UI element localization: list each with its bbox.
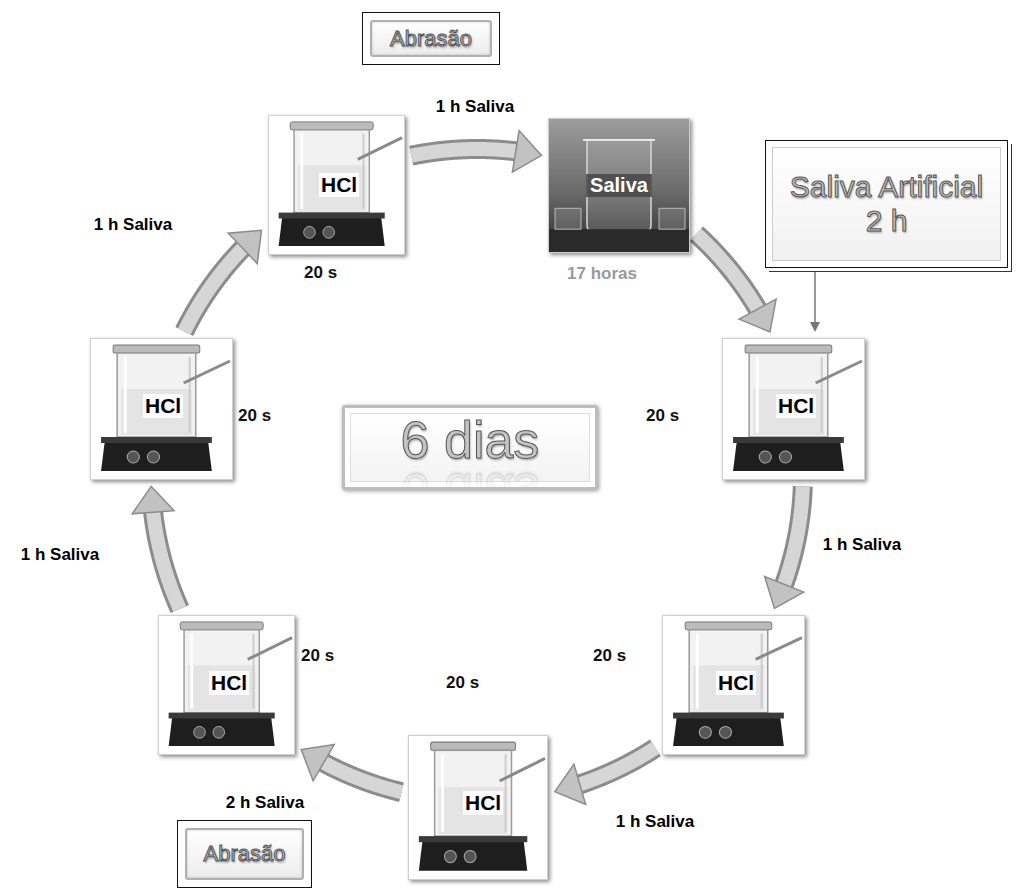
arrow-head	[765, 576, 804, 608]
pointer-arrow	[810, 270, 820, 332]
text-holder: HCl	[209, 671, 249, 695]
arrow-shaft-outline	[784, 486, 803, 584]
arrow-shaft-outline	[184, 248, 242, 331]
arrow-shaft-outline	[153, 512, 180, 609]
arrow-head	[301, 745, 334, 781]
picture-use	[549, 119, 689, 252]
abrasion-label: Abrasão	[390, 26, 472, 52]
arrow-shaft	[814, 270, 816, 322]
arrow-shaft	[324, 763, 402, 792]
abrasion-box: Abrasão	[362, 12, 500, 65]
acid-label: HCl	[319, 173, 359, 197]
step-duration-label: 1 h Saliva	[92, 215, 174, 235]
duration-label: 20 s	[304, 263, 337, 283]
arrow-head	[555, 764, 586, 804]
abrasion-box: Abrasão	[177, 820, 312, 888]
duration-label: 17 horas	[567, 264, 637, 284]
text-holder: HCl	[143, 394, 183, 418]
acid-label: HCl	[143, 394, 183, 418]
picture-use	[733, 345, 862, 471]
arrow-head	[810, 322, 820, 332]
text-holder: 20 s	[646, 406, 679, 426]
duration-label: 20 s	[238, 406, 271, 426]
duration-label: 20 s	[301, 646, 334, 666]
edge-label-holder: 1 h Saliva	[19, 545, 101, 565]
arrow-shaft	[784, 486, 803, 584]
picture-use	[279, 122, 402, 246]
duration-label: 20 s	[446, 673, 479, 693]
picture-use	[169, 622, 292, 746]
arrow-shaft	[580, 748, 656, 784]
hcl-beaker-step: HCl20 s	[90, 338, 233, 480]
arrow-head	[132, 486, 174, 514]
acid-label: HCl	[463, 791, 503, 815]
hcl-beaker-step: HCl20 s	[408, 735, 548, 880]
edge-label-holder: 2 h Saliva	[224, 793, 306, 813]
text-holder: 20 s	[446, 673, 479, 693]
arrow-head	[228, 230, 261, 263]
arrow-shaft-outline	[696, 234, 757, 309]
hcl-beaker-step: HCl20 s	[268, 115, 405, 255]
picture-use	[673, 622, 802, 746]
acid-label: HCl	[209, 671, 249, 695]
arrow-shaft	[696, 234, 757, 309]
edge-label-holder: 1 h Saliva	[92, 215, 174, 235]
process-arrow	[301, 745, 401, 793]
text-holder: 20 s	[304, 263, 337, 283]
arrow-shaft	[153, 512, 180, 609]
arrow-head	[512, 131, 541, 172]
text-holder: HCl	[716, 671, 756, 695]
picture-use	[101, 345, 230, 471]
edge-label-holder: 1 h Saliva	[434, 97, 516, 117]
text-holder: HCl	[463, 791, 503, 815]
arrow-shaft	[184, 248, 242, 331]
process-arrow	[184, 230, 261, 331]
hcl-beaker-step: HCl20 s	[722, 338, 865, 480]
cycle-duration-box: 6 dias	[342, 405, 598, 490]
edge-label-holder: 1 h Saliva	[614, 812, 696, 832]
text-holder: Saliva Artificial 2 h	[766, 141, 1007, 267]
arrow-head	[739, 299, 776, 332]
saliva-label: Saliva	[586, 174, 652, 197]
arrow-shaft-outline	[324, 763, 402, 792]
acid-label: HCl	[716, 671, 756, 695]
hcl-beaker-step: HCl20 s	[158, 615, 295, 755]
cycle-label: 6 dias	[401, 414, 540, 466]
process-arrow	[411, 131, 541, 172]
text-holder: 17 horas	[567, 264, 637, 284]
picture-use	[419, 742, 545, 871]
text-holder: Abrasão	[178, 821, 311, 887]
arrow-shaft-outline	[580, 748, 656, 784]
text-holder: 20 s	[238, 406, 271, 426]
arrow-shaft	[411, 149, 516, 156]
process-arrow	[555, 748, 656, 805]
process-arrow	[765, 486, 804, 608]
duration-label: 20 s	[593, 646, 626, 666]
step-duration-label: 1 h Saliva	[434, 97, 516, 117]
saliva-immersion-step: Saliva17 horas	[548, 118, 690, 253]
step-duration-label: 2 h Saliva	[224, 793, 306, 813]
hcl-beaker-step: HCl20 s	[662, 615, 805, 755]
text-holder: 6 dias	[345, 408, 595, 487]
text-holder: HCl	[319, 173, 359, 197]
step-duration-label: 1 h Saliva	[614, 812, 696, 832]
edge-label-holder: 1 h Saliva	[821, 535, 903, 555]
text-holder: 20 s	[301, 646, 334, 666]
process-arrow	[132, 486, 180, 609]
acid-label: HCl	[776, 394, 816, 418]
artificial-saliva-note: Saliva Artificial 2 h	[765, 140, 1008, 268]
step-duration-label: 1 h Saliva	[821, 535, 903, 555]
text-holder: Saliva	[549, 174, 689, 197]
duration-label: 20 s	[646, 406, 679, 426]
arrow-shaft-outline	[411, 149, 516, 156]
note-text: Saliva Artificial 2 h	[788, 170, 985, 239]
text-holder: HCl	[776, 394, 816, 418]
step-duration-label: 1 h Saliva	[19, 545, 101, 565]
abrasion-label: Abrasão	[204, 841, 286, 867]
text-holder: 20 s	[593, 646, 626, 666]
text-holder: Abrasão	[363, 13, 499, 64]
